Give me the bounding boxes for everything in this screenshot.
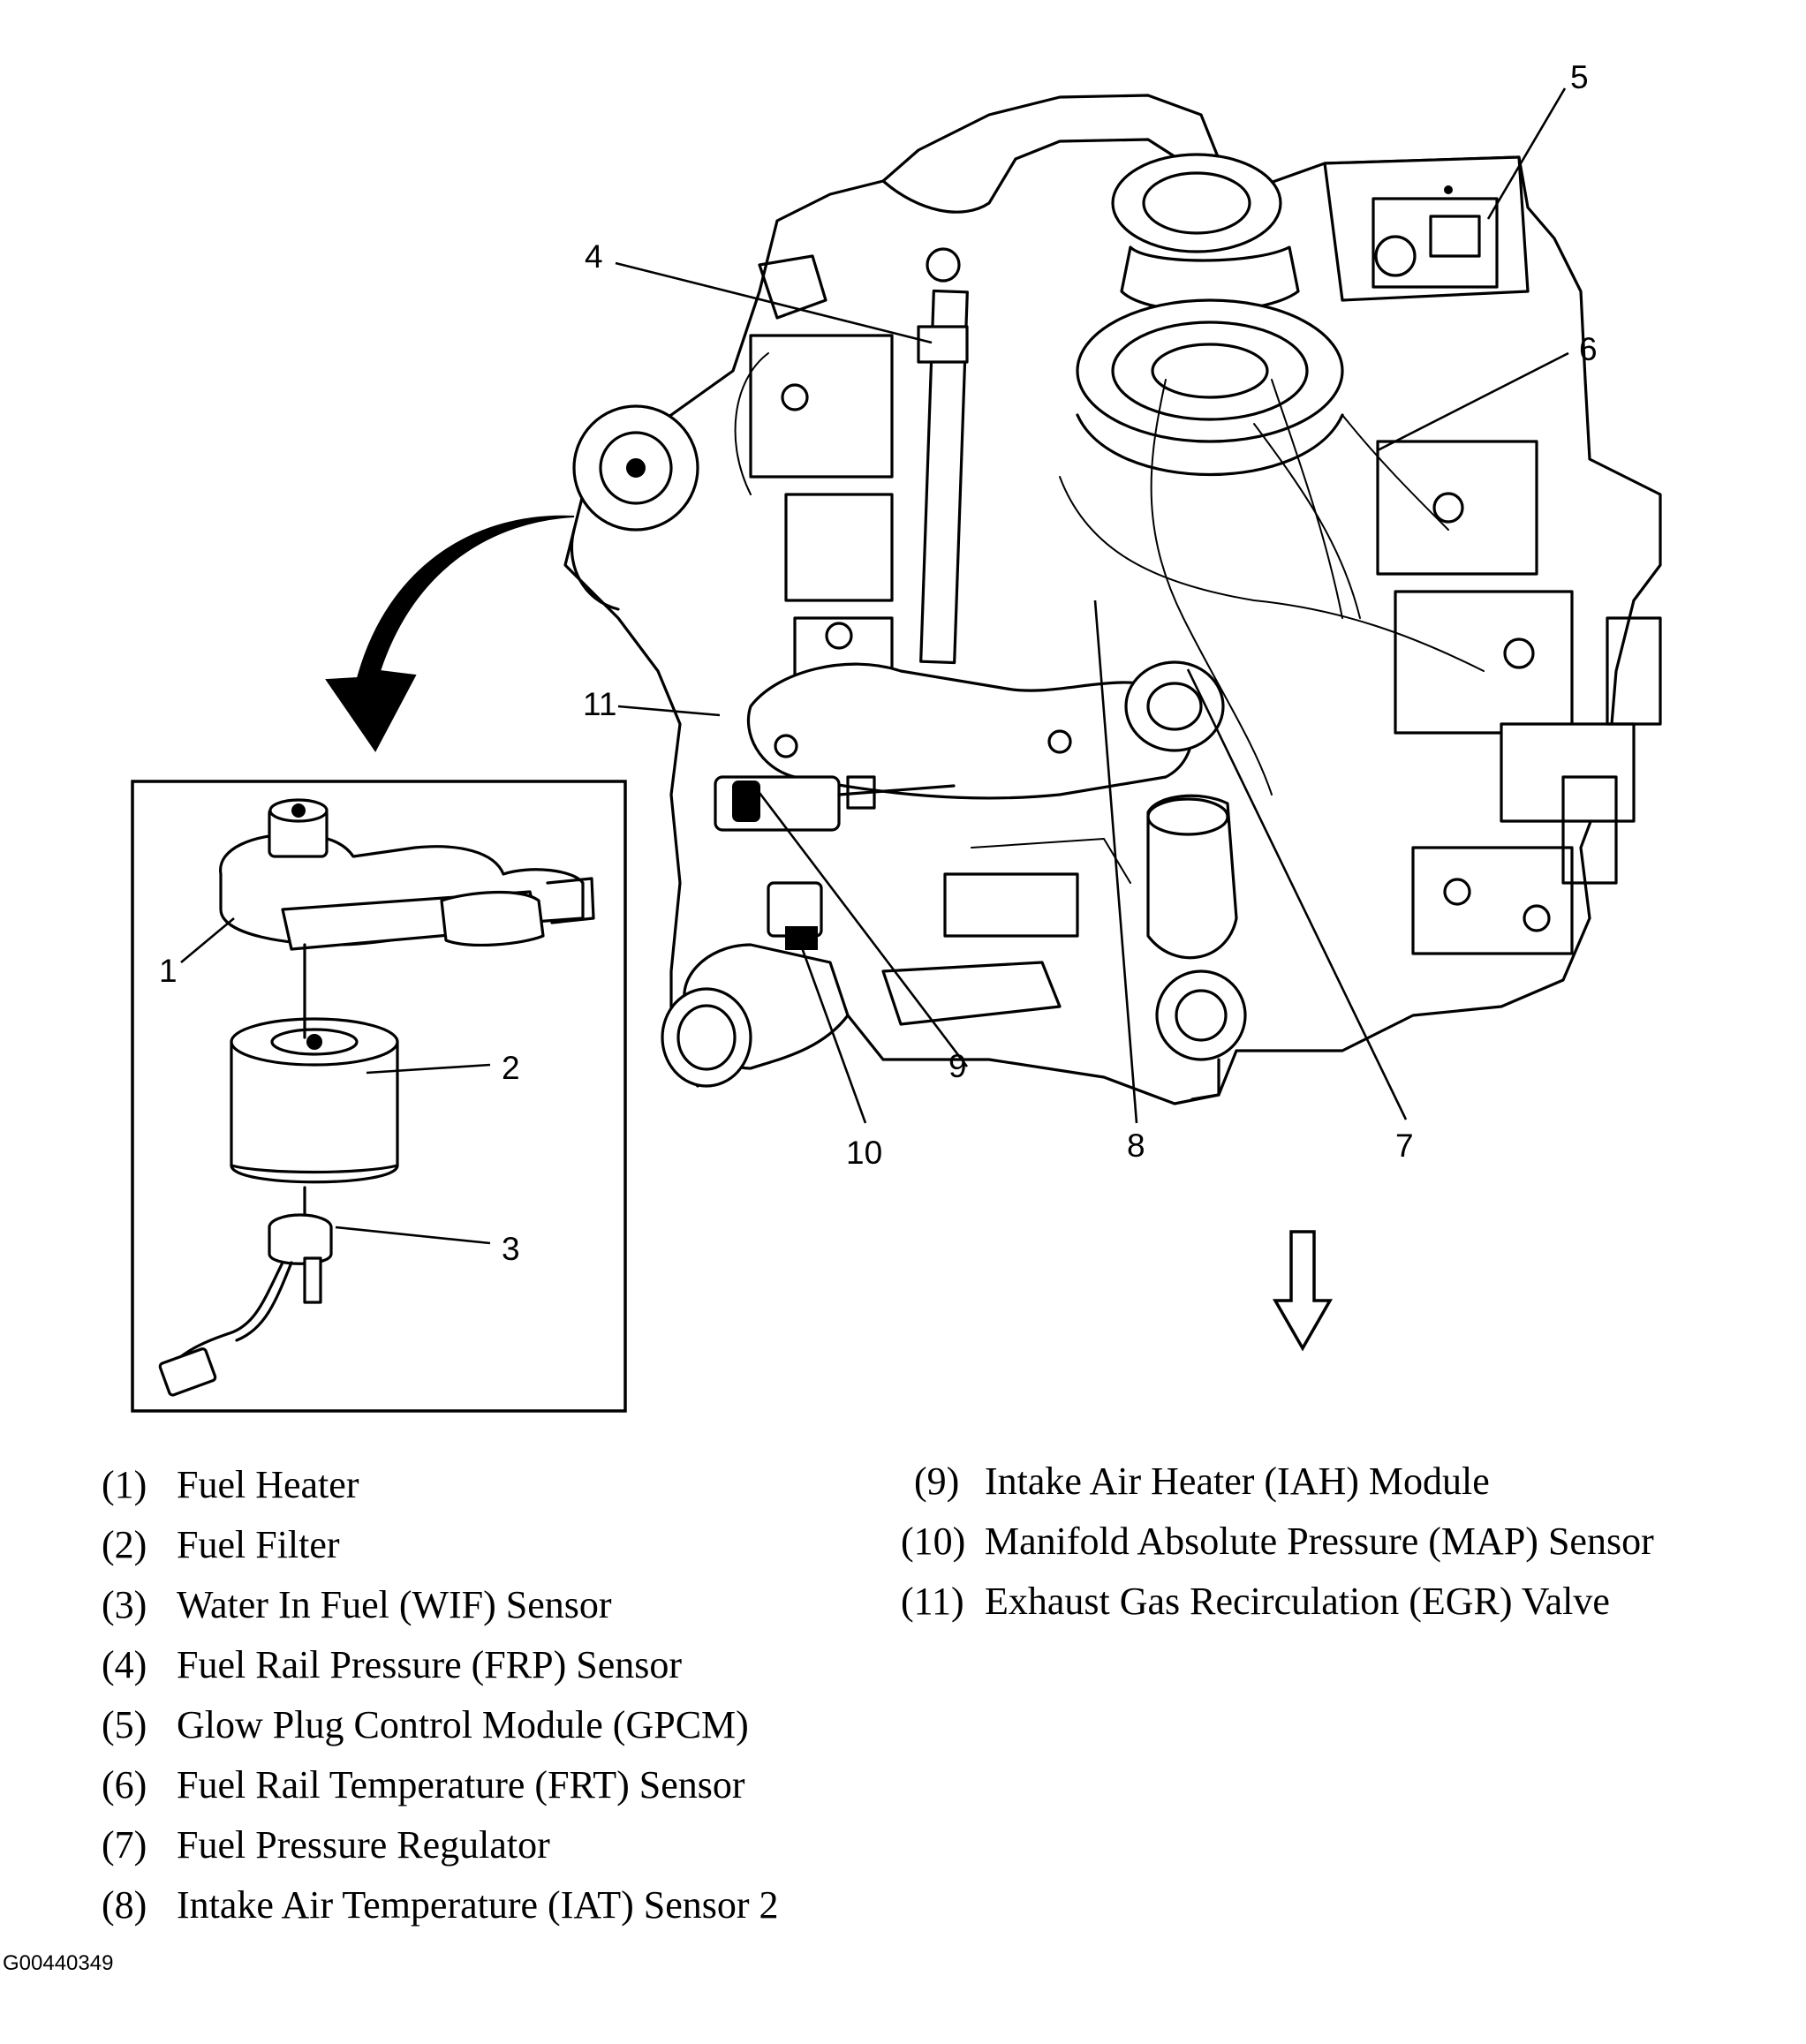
inset-fuel-filter-assembly — [131, 780, 627, 1413]
callout-2: 2 — [502, 1050, 520, 1086]
legend-item-5-number: (5) — [102, 1703, 147, 1746]
callout-6: 6 — [1579, 331, 1598, 367]
legend-item-11-label: Exhaust Gas Recirculation (EGR) Valve — [985, 1580, 1610, 1623]
legend: (1) Fuel Heater (2) Fuel Filter (3) Wate… — [102, 1459, 1654, 1927]
leader-lines — [180, 87, 1569, 1245]
legend-right-column: (9) Intake Air Heater (IAH) Module (10) … — [901, 1459, 1654, 1623]
legend-item-5-label: Glow Plug Control Module (GPCM) — [177, 1703, 749, 1746]
legend-item-1-label: Fuel Heater — [177, 1463, 359, 1506]
callout-3: 3 — [502, 1231, 520, 1267]
callout-labels: 1 2 3 4 5 6 7 8 9 10 11 — [159, 59, 1598, 1267]
legend-item-8-number: (8) — [102, 1883, 147, 1927]
legend-item-3-number: (3) — [102, 1583, 147, 1626]
callout-7: 7 — [1395, 1128, 1414, 1164]
legend-item-4-number: (4) — [102, 1643, 147, 1686]
callout-9: 9 — [948, 1048, 967, 1084]
legend-item-2-label: Fuel Filter — [177, 1523, 340, 1566]
legend-item-7-label: Fuel Pressure Regulator — [177, 1823, 550, 1867]
legend-item-6-number: (6) — [102, 1763, 147, 1806]
legend-item-4-label: Fuel Rail Pressure (FRP) Sensor — [177, 1643, 682, 1686]
callout-8: 8 — [1127, 1128, 1145, 1164]
curved-arrow-icon — [325, 515, 575, 752]
legend-item-7-number: (7) — [102, 1823, 147, 1867]
legend-item-3-label: Water In Fuel (WIF) Sensor — [177, 1583, 612, 1626]
legend-item-9-number: (9) — [914, 1459, 959, 1503]
down-arrow-icon — [1272, 1230, 1334, 1352]
legend-item-11-number: (11) — [901, 1580, 964, 1623]
legend-item-10-number: (10) — [901, 1520, 965, 1563]
legend-item-1-number: (1) — [102, 1463, 147, 1506]
legend-item-8-label: Intake Air Temperature (IAT) Sensor 2 — [177, 1883, 779, 1927]
callout-5: 5 — [1570, 59, 1589, 95]
legend-left-column: (1) Fuel Heater (2) Fuel Filter (3) Wate… — [102, 1463, 779, 1927]
legend-item-10-label: Manifold Absolute Pressure (MAP) Sensor — [985, 1520, 1654, 1563]
figure-id: G00440349 — [3, 1951, 113, 1975]
engine-illustration — [563, 94, 1662, 1105]
legend-item-9-label: Intake Air Heater (IAH) Module — [985, 1459, 1490, 1503]
callout-11: 11 — [583, 686, 616, 722]
legend-item-2-number: (2) — [102, 1523, 147, 1566]
callout-10: 10 — [846, 1135, 882, 1171]
legend-item-6-label: Fuel Rail Temperature (FRT) Sensor — [177, 1763, 745, 1806]
callout-1: 1 — [159, 953, 178, 989]
callout-4: 4 — [585, 238, 603, 275]
